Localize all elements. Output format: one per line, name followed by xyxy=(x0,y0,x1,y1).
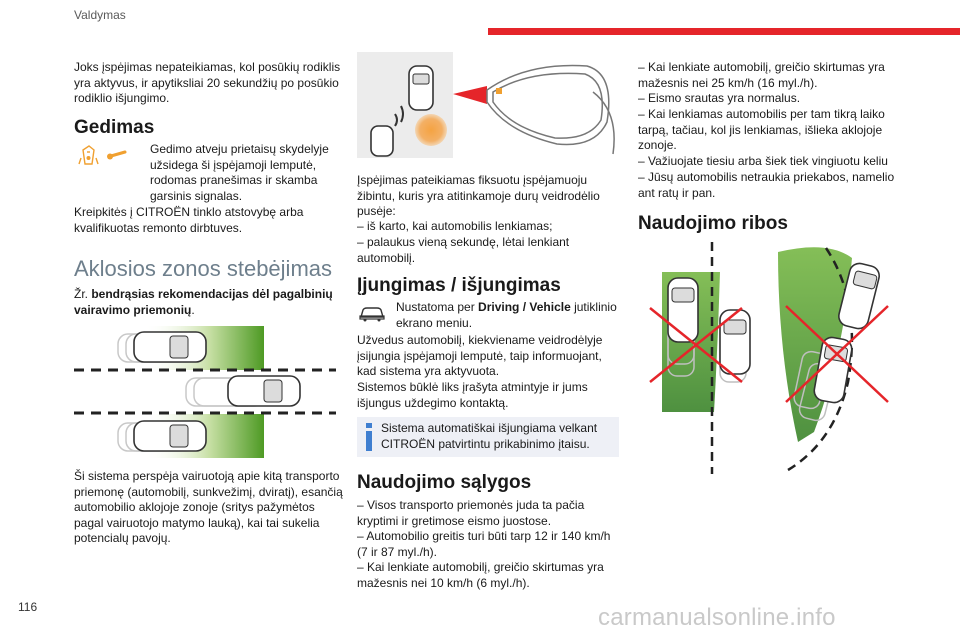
onoff-heading: Įjungimas / išjungimas xyxy=(357,275,561,296)
info-box: Sistema automatiškai išjungiama velkant … xyxy=(357,417,619,457)
system-description: Ši sistema perspėja vairuotoją apie kitą… xyxy=(74,469,343,545)
intro-paragraph: Joks įspėjimas nepateikiamas, kol posūki… xyxy=(74,60,341,105)
info-text: Sistema automatiškai išjungiama velkant … xyxy=(381,421,598,451)
fault-heading: Gedimas xyxy=(74,117,155,138)
blind-spot-heading: Aklosios zonos stebėjimas xyxy=(74,256,333,281)
usage-limits-illustration xyxy=(649,242,889,474)
condition-7: – Važiuojate tiesiu arba šiek tiek vingi… xyxy=(638,154,888,168)
blind-spot-zones-illustration xyxy=(74,326,336,458)
conditions-heading: Naudojimo sąlygos xyxy=(357,472,532,493)
watermark: carmanualsonline.info xyxy=(598,604,836,631)
fault-text-1: Gedimo atveju prietaisų skydelyje užside… xyxy=(150,142,329,203)
onoff-text-2: Sistemos būklė liks įrašyta atmintyje ir… xyxy=(357,380,588,410)
onoff-menu-path: Driving / Vehicle xyxy=(478,300,571,314)
wrench-icon xyxy=(107,150,127,160)
onoff-post: jutiklinio ekrano meniu. xyxy=(396,300,617,330)
warning-item-1: – iš karto, kai automobilis lenkiamas; xyxy=(357,219,553,233)
reference-suffix: . xyxy=(191,302,195,317)
page-section-label: Valdymas xyxy=(74,8,126,22)
limits-heading: Naudojimo ribos xyxy=(638,213,788,234)
fault-text-2: Kreipkitės į CITROËN tinklo atstovybę ar… xyxy=(74,205,304,235)
warning-intro: Įspėjimas pateikiamas fiksuotu įspėjamuo… xyxy=(357,173,600,218)
fault-warning-icon xyxy=(78,145,127,165)
fault-text-indent: Gedimo atveju prietaisų skydelyje užside… xyxy=(150,142,346,204)
info-icon xyxy=(366,423,372,451)
onoff-menu-text: Nustatoma per Driving / Vehicle jutiklin… xyxy=(396,300,620,331)
mirror-warning-illustration xyxy=(357,52,615,158)
condition-3: – Kai lenkiate automobilį, greičio skirt… xyxy=(357,560,604,590)
page-number: 116 xyxy=(18,600,38,614)
reference-prefix: Žr. xyxy=(74,287,92,301)
vehicle-menu-icon xyxy=(359,307,385,322)
header-accent-bar xyxy=(488,28,960,35)
condition-2: – Automobilio greitis turi būti tarp 12 … xyxy=(357,529,611,559)
condition-4: – Kai lenkiate automobilį, greičio skirt… xyxy=(638,60,885,90)
condition-6: – Kai lenkiamas automobilis per tam tikr… xyxy=(638,107,885,152)
condition-1: – Visos transporto priemonės juda ta pač… xyxy=(357,498,585,528)
condition-8: – Jūsų automobilis netraukia priekabos, … xyxy=(638,170,895,200)
condition-5: – Eismo srautas yra normalus. xyxy=(638,91,801,105)
onoff-text: Užvedus automobilį, kiekviename veidrodė… xyxy=(357,333,603,378)
reference-link[interactable]: bendrąsias rekomendacijas dėl pagalbinių… xyxy=(74,287,333,317)
onoff-pre: Nustatoma per xyxy=(396,300,479,314)
warning-item-2: – palaukus vieną sekundę, lėtai lenkiant… xyxy=(357,235,570,265)
reference-paragraph: Žr. bendrąsias rekomendacijas dėl pagalb… xyxy=(74,287,346,318)
